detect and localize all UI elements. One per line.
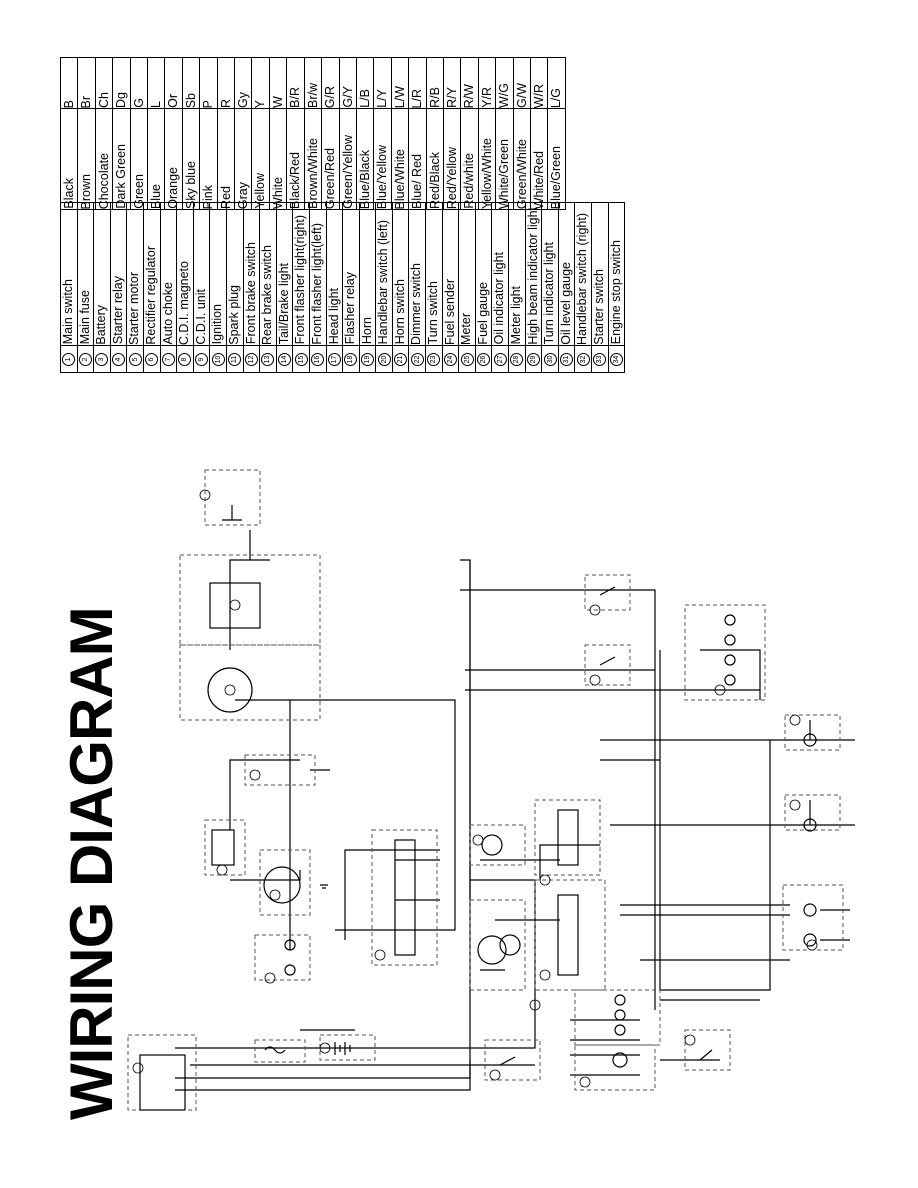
starter-relay-box [254, 934, 311, 981]
turn-switch-block [557, 894, 579, 976]
rectifier-box [204, 819, 246, 876]
rear-brake-switch-box [684, 1029, 731, 1071]
component-number-cell: 34 [607, 344, 626, 373]
head-light-symbol [803, 733, 817, 747]
dimmer-switch-block [557, 809, 579, 866]
front-flasher-left-box [784, 794, 841, 831]
horn-box [371, 829, 438, 966]
auto-choke-box [244, 754, 316, 786]
engine-stop-switch-symbol [599, 656, 616, 666]
wire [700, 649, 761, 700]
cdi-unit-box [179, 554, 321, 646]
cdi-unit-symbol [209, 582, 261, 629]
horn-terminal-block [394, 839, 416, 956]
turn-indicator-box [684, 604, 766, 701]
meter-box [469, 899, 526, 991]
flasher-relay-box [469, 824, 526, 866]
indicator-light-symbol [724, 634, 736, 646]
main-switch-grid [139, 1054, 186, 1111]
starter-motor-box [259, 849, 311, 916]
color-code-cell: W/R [529, 57, 549, 109]
front-brake-switch-box [484, 1039, 541, 1081]
indicator-light-symbol [724, 614, 736, 626]
handlebar-left-box [534, 879, 606, 991]
front-flasher-right-symbol-2 [803, 933, 817, 947]
wire [175, 879, 536, 1049]
main-fuse-box [254, 1039, 306, 1063]
meter-light-symbol [284, 939, 296, 951]
indicator-light-symbol [724, 654, 736, 666]
wire [229, 559, 270, 650]
rear-brake-switch-symbol [699, 1049, 713, 1061]
oil-level-box [584, 574, 631, 611]
wire [230, 870, 301, 881]
color-code-cell: L/G [547, 57, 566, 109]
fuse-symbol [264, 1046, 286, 1054]
battery-symbol [334, 1042, 351, 1055]
front-flasher-right-symbol [803, 903, 817, 917]
wire [460, 589, 656, 1010]
starter-motor-symbol [263, 866, 301, 904]
horn-symbol [481, 834, 503, 856]
fuel-gauge-symbol [477, 935, 507, 965]
main-switch-box [127, 1034, 197, 1111]
spark-plug-symbol [222, 505, 242, 521]
meter-symbol [499, 934, 521, 956]
color-code-cell: L/W [390, 57, 410, 109]
meter-light-symbol [614, 1024, 626, 1036]
indicator-light-symbol [724, 674, 736, 686]
tail-light-box [574, 1044, 656, 1091]
handlebar-right-box [534, 799, 601, 876]
front-flasher-left-symbol [803, 818, 817, 832]
meter-lights-box [574, 989, 661, 1046]
head-light-box [784, 714, 841, 751]
wire [460, 559, 471, 1078]
component-name-cell: Oil level gauge [557, 202, 576, 346]
rectifier-symbol [211, 829, 235, 866]
cdi-magneto-box [179, 644, 321, 721]
meter-light-symbol [614, 1009, 626, 1021]
oil-level-switch-symbol [599, 586, 616, 596]
brake-switch-symbol [499, 1056, 516, 1066]
tail-light-symbol [612, 1052, 628, 1068]
wire [229, 759, 300, 830]
ignition-box [204, 469, 261, 526]
ground-symbol [320, 884, 328, 889]
starter-relay-symbol [284, 964, 296, 976]
wire [344, 849, 440, 940]
cdi-magneto-symbol [207, 667, 253, 713]
wire [539, 844, 600, 880]
meter-light-symbol [614, 994, 626, 1006]
component-name-cell: Rectifier regulator [142, 202, 161, 346]
engine-stop-box [584, 644, 631, 686]
wire [659, 650, 771, 991]
